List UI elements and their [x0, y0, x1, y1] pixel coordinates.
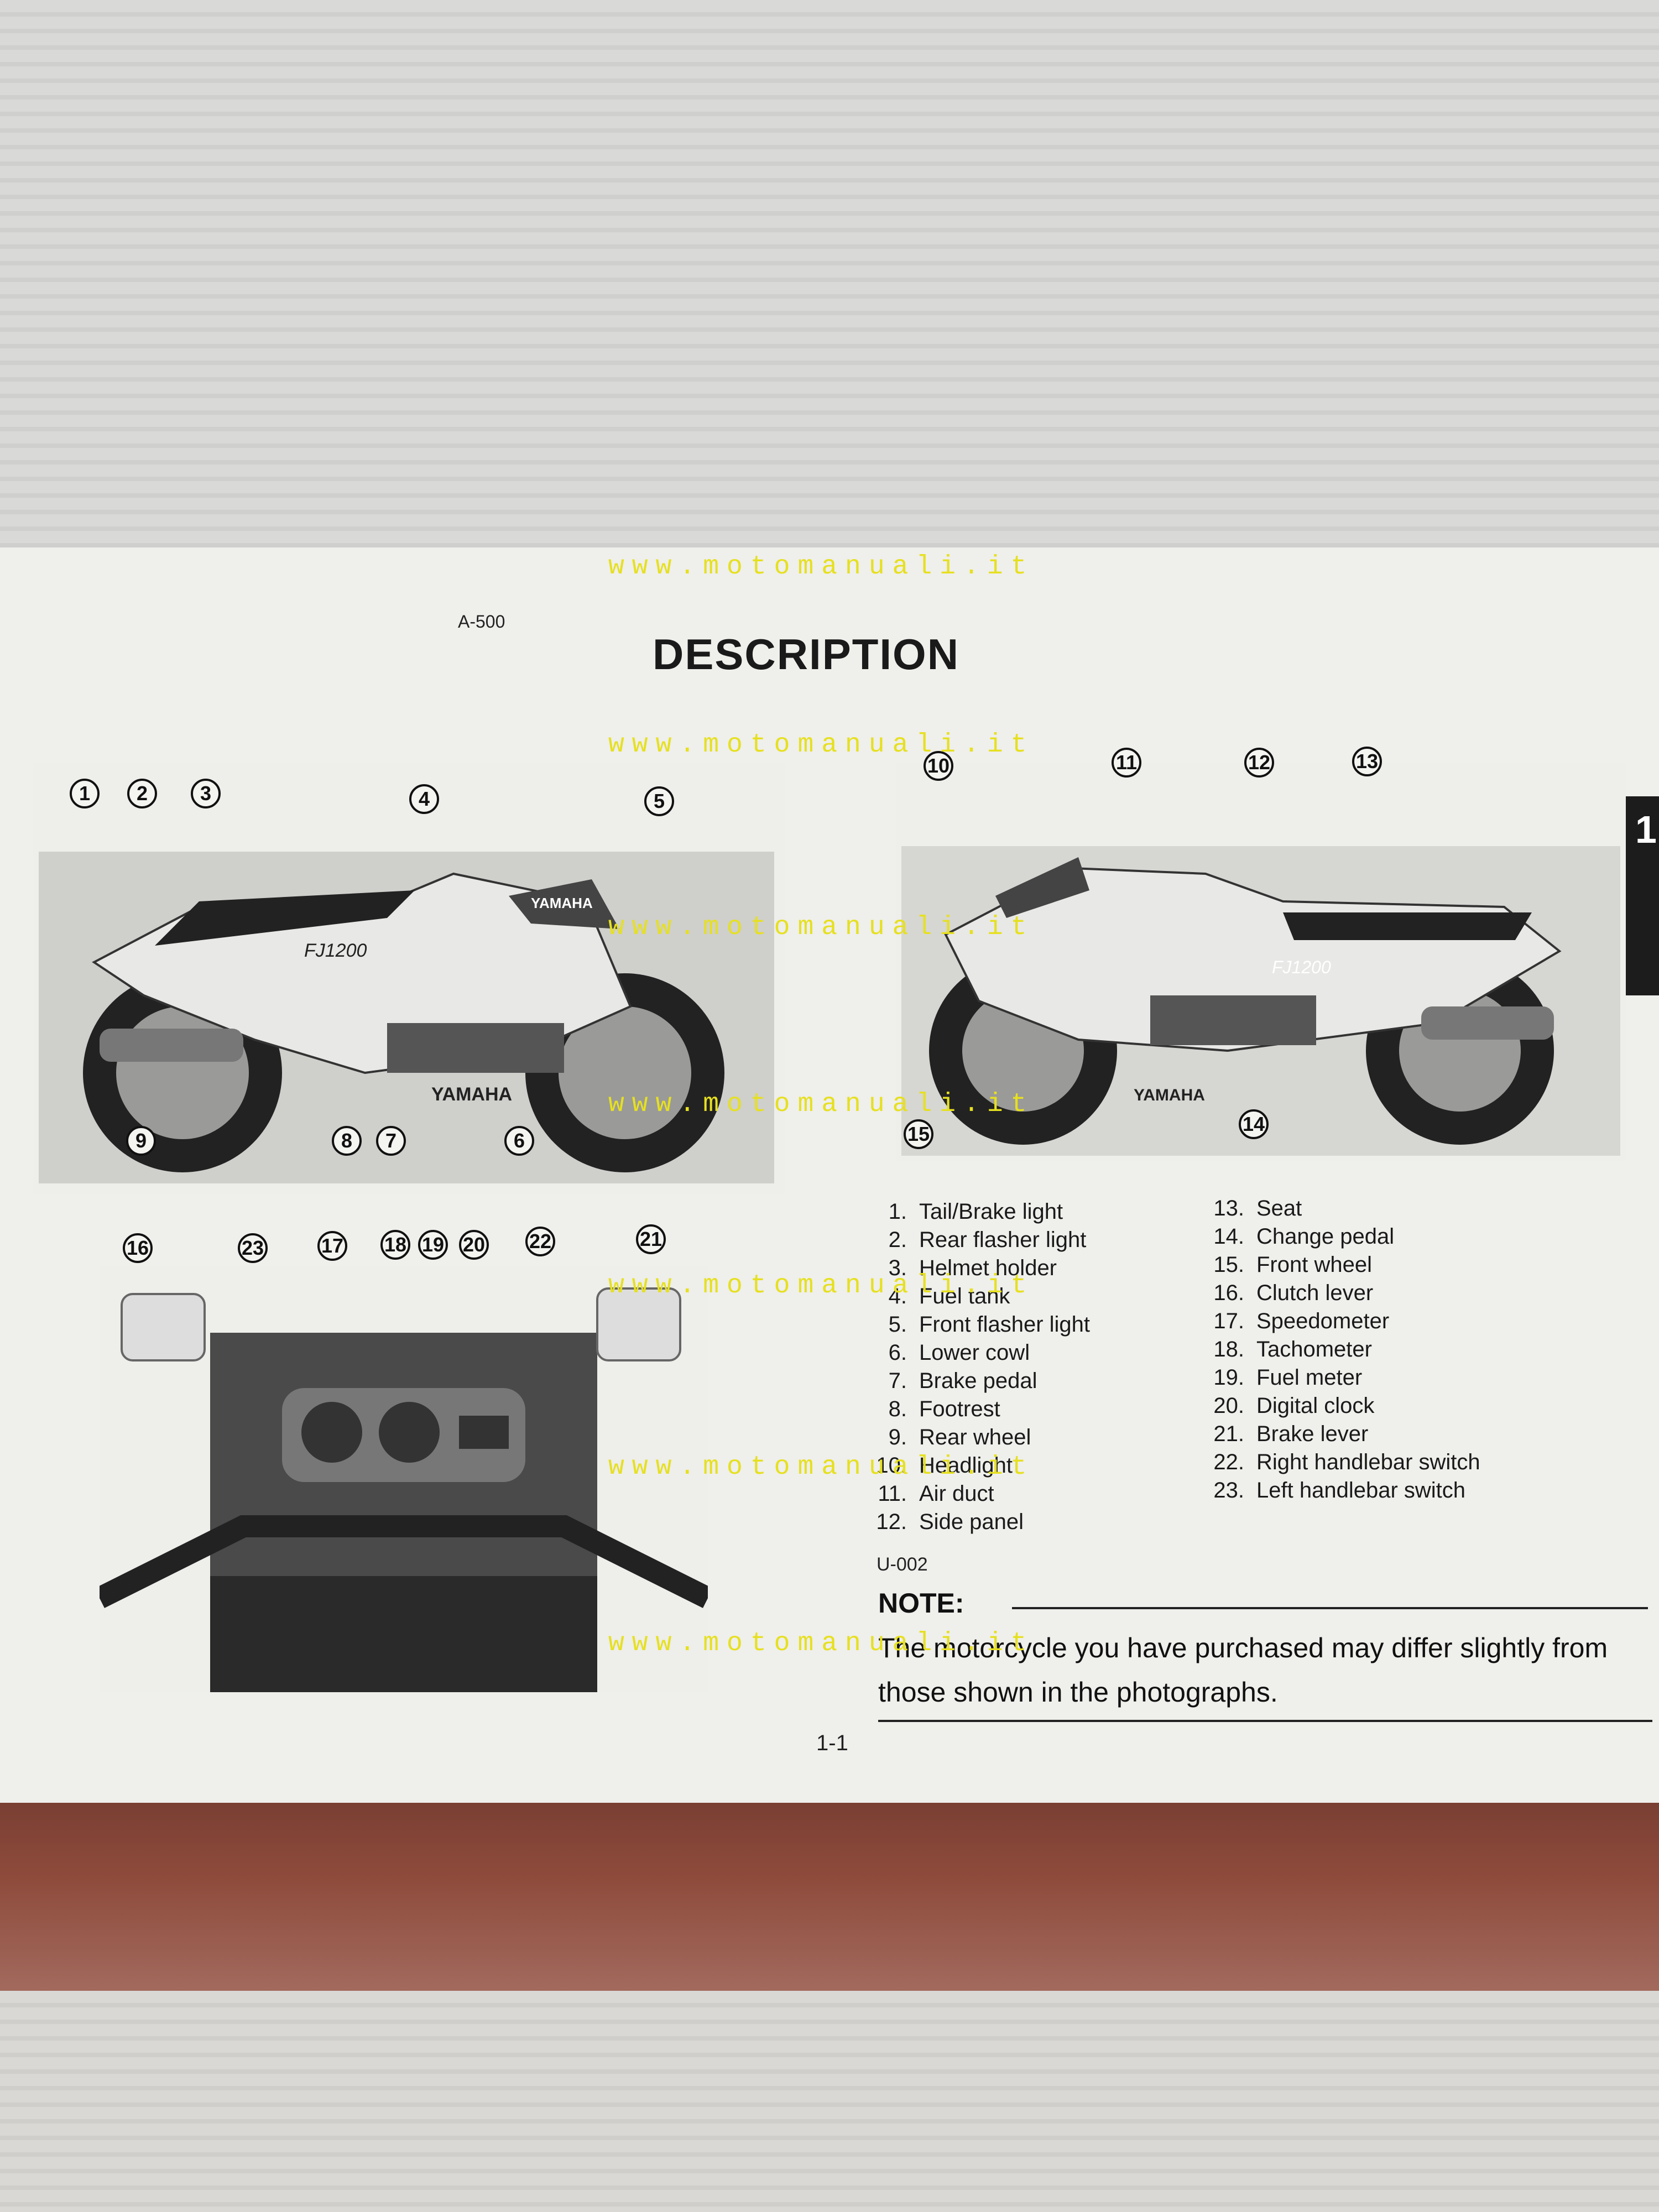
legend-item: 4.Fuel tank [888, 1284, 1010, 1308]
callout: 12 [1244, 748, 1274, 778]
callout: 2 [127, 779, 157, 808]
callout: 13 [1352, 747, 1382, 776]
callout: 18 [380, 1230, 410, 1260]
callout: 15 [904, 1119, 933, 1149]
note-rule-top [1012, 1607, 1648, 1609]
callout: 6 [504, 1126, 534, 1156]
legend-item: 2.Rear flasher light [888, 1228, 1087, 1252]
handlebar-illustration [100, 1287, 708, 1692]
callout: 10 [924, 751, 953, 781]
note-rule-bottom [878, 1720, 1652, 1722]
watermark: www.motomanuali.it [608, 1089, 1035, 1119]
background-top [0, 0, 1659, 553]
background-bottom [0, 1991, 1659, 2212]
legend-left: 1.Tail/Brake light 2.Rear flasher light … [863, 1198, 1090, 1536]
legend-item: 9.Rear wheel [888, 1425, 1031, 1449]
legend-item: 11.Air duct [878, 1481, 994, 1506]
callout: 5 [644, 786, 674, 816]
background-red-surface [0, 1803, 1659, 1991]
legend-item: 23.Left handlebar switch [1213, 1478, 1466, 1503]
legend-item: 1.Tail/Brake light [888, 1199, 1063, 1224]
photo-right-side: YAMAHA FJ1200 [896, 763, 1626, 1161]
section-code: U-002 [877, 1554, 928, 1575]
legend-item: 8.Footrest [888, 1397, 1000, 1421]
motorcycle-right-illustration: YAMAHA FJ1200 [901, 846, 1620, 1156]
callout: 14 [1239, 1109, 1269, 1139]
section-tab: 1 [1623, 796, 1659, 995]
note-text: The motorcycle you have purchased may di… [878, 1632, 1608, 1708]
legend-item: 5.Front flasher light [888, 1312, 1091, 1337]
legend-item: 19.Fuel meter [1213, 1365, 1363, 1390]
legend-item: 17.Speedometer [1213, 1309, 1390, 1333]
watermark: www.motomanuali.it [608, 1452, 1035, 1482]
callout: 17 [317, 1231, 347, 1261]
watermark: www.motomanuali.it [608, 912, 1035, 942]
callout: 11 [1112, 748, 1141, 778]
model-text: FJ1200 [304, 940, 367, 961]
legend-item: 22.Right handlebar switch [1213, 1450, 1480, 1474]
legend-item: 6.Lower cowl [888, 1340, 1030, 1365]
legend-right: 13.Seat 14.Change pedal 15.Front wheel 1… [1200, 1194, 1480, 1505]
legend-item: 10.Headlight [876, 1453, 1013, 1478]
callout: 22 [525, 1227, 555, 1256]
legend-item: 21.Brake lever [1213, 1422, 1369, 1446]
legend-item: 16.Clutch lever [1213, 1281, 1374, 1305]
brand-text-lower: YAMAHA [431, 1084, 512, 1105]
page-number: 1-1 [816, 1731, 848, 1755]
callout: 4 [409, 784, 439, 814]
model-text-right: FJ1200 [1272, 957, 1331, 977]
page-code: A-500 [458, 612, 505, 632]
watermark: www.motomanuali.it [608, 730, 1035, 760]
legend-item: 18.Tachometer [1213, 1337, 1372, 1361]
watermark: www.motomanuali.it [608, 1271, 1035, 1301]
callout: 19 [418, 1230, 448, 1260]
callout: 21 [636, 1224, 666, 1254]
legend-item: 12.Side panel [876, 1510, 1024, 1534]
brand-text-right: YAMAHA [1134, 1086, 1205, 1104]
motorcycle-left-illustration: YAMAHA YAMAHA FJ1200 [39, 852, 774, 1183]
page-title: DESCRIPTION [653, 630, 960, 679]
callout: 16 [123, 1233, 153, 1263]
photo-left-side: YAMAHA YAMAHA FJ1200 [33, 763, 785, 1194]
callout: 9 [126, 1126, 156, 1156]
watermark: www.motomanuali.it [608, 1629, 1035, 1658]
legend-item: 3.Helmet holder [888, 1256, 1057, 1280]
legend-item: 14.Change pedal [1213, 1224, 1395, 1249]
photo-handlebars [100, 1266, 708, 1692]
legend-item: 20.Digital clock [1213, 1394, 1375, 1418]
legend-item: 7.Brake pedal [888, 1369, 1037, 1393]
callout: 23 [238, 1233, 268, 1263]
note-heading: NOTE: [878, 1588, 964, 1619]
callout: 8 [332, 1126, 362, 1156]
callout: 20 [459, 1230, 489, 1260]
section-tab-label: 1 [1635, 808, 1657, 851]
legend-item: 13.Seat [1213, 1196, 1302, 1220]
legend-item: 15.Front wheel [1213, 1253, 1372, 1277]
brand-text-tank: YAMAHA [531, 895, 593, 911]
callout: 3 [191, 779, 221, 808]
watermark: www.motomanuali.it [608, 552, 1035, 582]
callout: 1 [70, 779, 100, 808]
callout: 7 [376, 1126, 406, 1156]
